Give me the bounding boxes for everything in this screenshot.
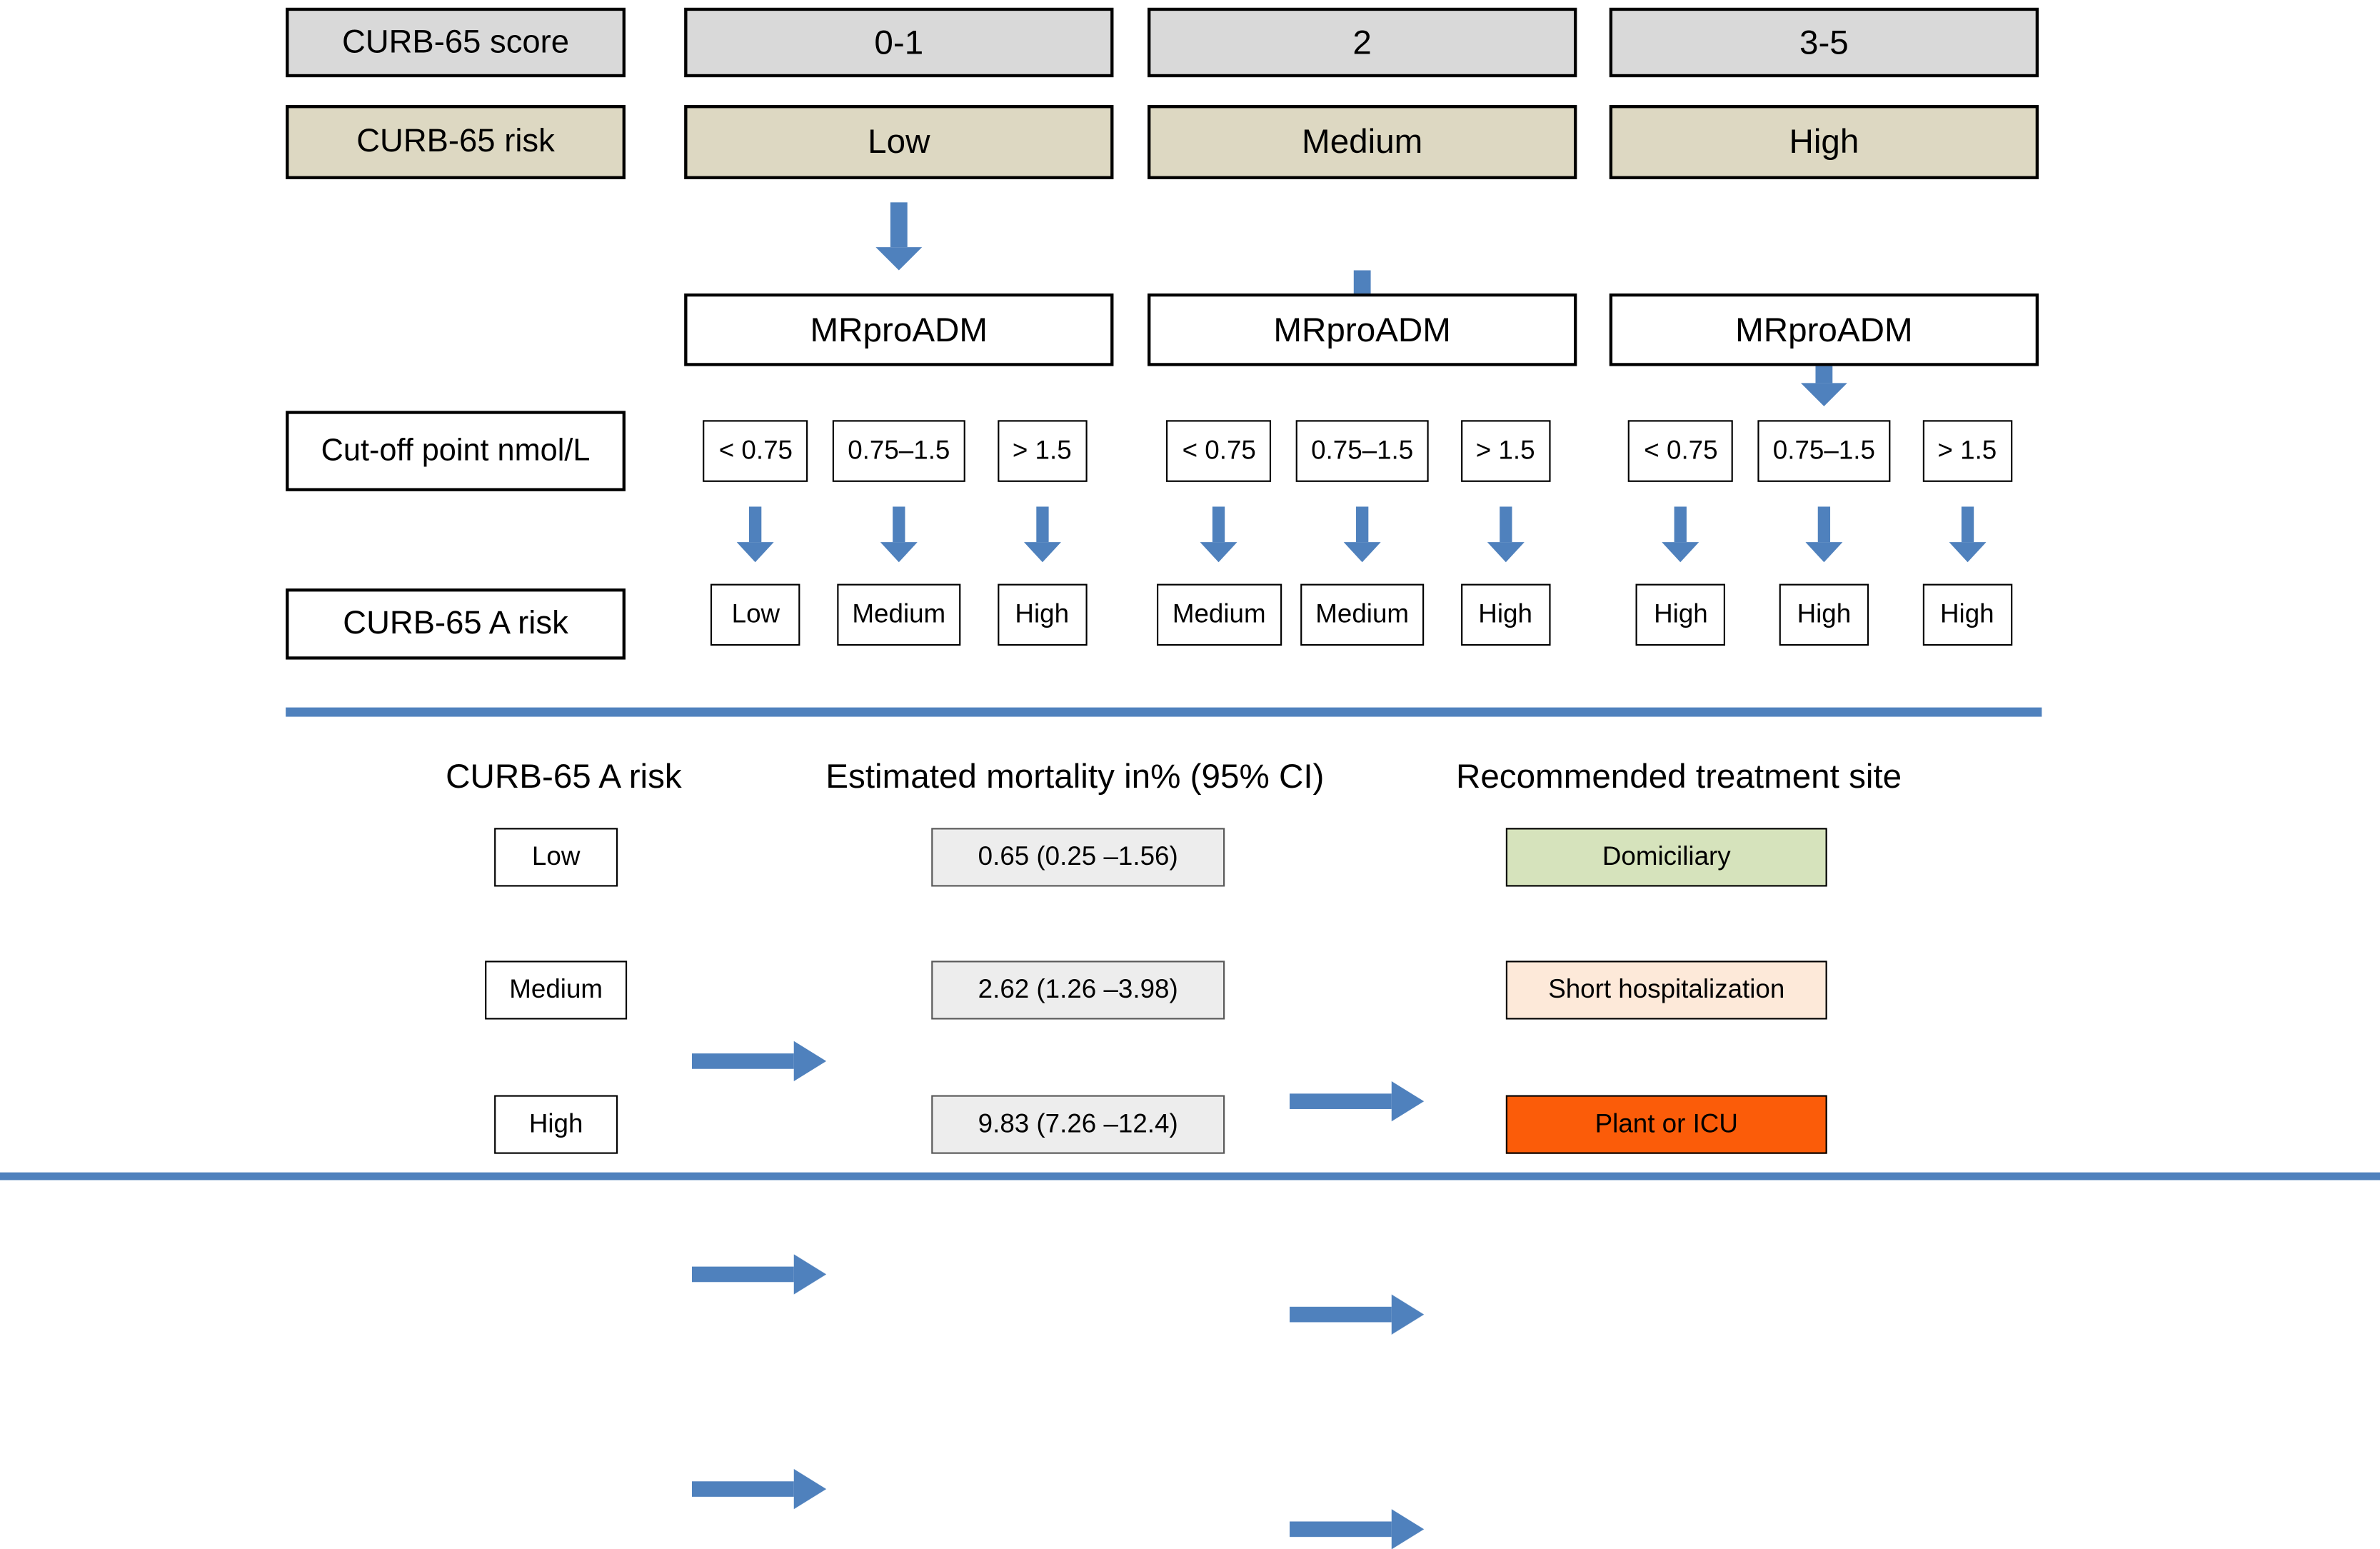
row-medium: Medium — [433, 961, 680, 1020]
curb65-mrproadm-flowchart: CURB-65 score CURB-65 risk Cut-off point… — [0, 7, 2380, 1549]
down-arrow-icon — [880, 506, 918, 563]
bottom-header-mortality: Estimated mortality in% (95% CI) — [825, 756, 1325, 796]
down-arrow-icon — [875, 202, 923, 271]
down-arrow-icon — [1023, 506, 1061, 563]
down-arrow-icon — [1487, 506, 1525, 563]
arrow-row — [1610, 506, 2039, 563]
risk-box-col2: High — [1609, 105, 2039, 179]
a-risk-row: Medium Medium High — [1148, 583, 1577, 646]
mrproadm-box-col2: MRproADM — [1609, 293, 2039, 366]
cutoff-row: < 0.75 0.75–1.5 > 1.5 — [1610, 420, 2039, 482]
a-risk-box: Medium — [484, 961, 628, 1020]
branch-col1: < 0.75 0.75–1.5 > 1.5 Medium Medium High — [1148, 420, 1577, 646]
right-arrow-icon — [1290, 1509, 1425, 1549]
down-arrow-icon — [1948, 506, 1986, 563]
a-risk-box: Low — [494, 828, 618, 887]
mortality-box: 2.62 (1.26 –3.98) — [931, 961, 1225, 1020]
a-risk-box: High — [494, 1095, 618, 1154]
treatment-site-box: Short hospitalization — [1505, 961, 1827, 1020]
score-row-label: CURB-65 score — [286, 7, 626, 78]
mortality-box: 9.83 (7.26 –12.4) — [931, 1095, 1225, 1154]
cutoff-box: < 0.75 — [1166, 420, 1272, 482]
bottom-header-a-risk: CURB-65 A risk — [446, 756, 682, 796]
row-low: Low — [433, 828, 680, 887]
cutoff-box: > 1.5 — [1460, 420, 1551, 482]
cutoff-box: > 1.5 — [997, 420, 1088, 482]
risk-box-col0: Low — [684, 105, 1114, 179]
bottom-header-site: Recommended treatment site — [1455, 756, 1902, 796]
a-risk-row: High High High — [1610, 583, 2039, 646]
down-arrow-icon — [1343, 506, 1381, 563]
cutoff-box: > 1.5 — [1922, 420, 2012, 482]
cutoff-box: 0.75–1.5 — [1295, 420, 1429, 482]
down-arrow-icon — [1200, 506, 1238, 563]
cutoff-box: < 0.75 — [703, 420, 808, 482]
right-arrow-icon — [691, 1468, 827, 1510]
a-risk-box: Low — [711, 583, 801, 646]
right-arrow-icon — [691, 1041, 827, 1082]
branch-col0: < 0.75 0.75–1.5 > 1.5 Low Medium High — [684, 420, 1113, 646]
a-risk-box: Medium — [1300, 583, 1425, 646]
section-divider — [286, 707, 2042, 717]
a-risk-row-label: CURB-65 A risk — [286, 588, 626, 660]
treatment-site-box: Domiciliary — [1505, 828, 1827, 887]
a-risk-box: High — [1636, 583, 1726, 646]
risk-row-label: CURB-65 risk — [286, 105, 626, 179]
cutoff-row: < 0.75 0.75–1.5 > 1.5 — [1148, 420, 1577, 482]
a-risk-box: High — [1460, 583, 1550, 646]
score-box-col0: 0-1 — [684, 7, 1114, 78]
score-box-col1: 2 — [1148, 7, 1577, 78]
cutoff-box: < 0.75 — [1628, 420, 1734, 482]
mrproadm-box-col1: MRproADM — [1148, 293, 1577, 366]
right-arrow-icon — [1290, 1081, 1425, 1122]
mrproadm-box-col0: MRproADM — [684, 293, 1114, 366]
cutoff-box: 0.75–1.5 — [832, 420, 966, 482]
mortality-box: 0.65 (0.25 –1.56) — [931, 828, 1225, 887]
a-risk-box: Medium — [836, 583, 961, 646]
branch-col2: < 0.75 0.75–1.5 > 1.5 High High High — [1610, 420, 2039, 646]
a-risk-row: Low Medium High — [684, 583, 1113, 646]
a-risk-box: High — [1922, 583, 2012, 646]
down-arrow-icon — [1662, 506, 1699, 563]
down-arrow-icon — [1805, 506, 1843, 563]
right-arrow-icon — [691, 1254, 827, 1295]
treatment-site-box: Plant or ICU — [1505, 1095, 1827, 1154]
bottom-rule — [0, 1172, 2380, 1180]
a-risk-box: High — [997, 583, 1087, 646]
cutoff-row-label: Cut-off point nmol/L — [286, 411, 626, 491]
score-box-col2: 3-5 — [1609, 7, 2039, 78]
cutoff-row: < 0.75 0.75–1.5 > 1.5 — [684, 420, 1113, 482]
cutoff-box: 0.75–1.5 — [1757, 420, 1891, 482]
row-high: High — [433, 1095, 680, 1154]
arrow-row — [1148, 506, 1577, 563]
arrow-row — [684, 506, 1113, 563]
a-risk-box: High — [1779, 583, 1869, 646]
right-arrow-icon — [1290, 1294, 1425, 1335]
a-risk-box: Medium — [1157, 583, 1282, 646]
down-arrow-icon — [737, 506, 775, 563]
risk-box-col1: Medium — [1148, 105, 1577, 179]
